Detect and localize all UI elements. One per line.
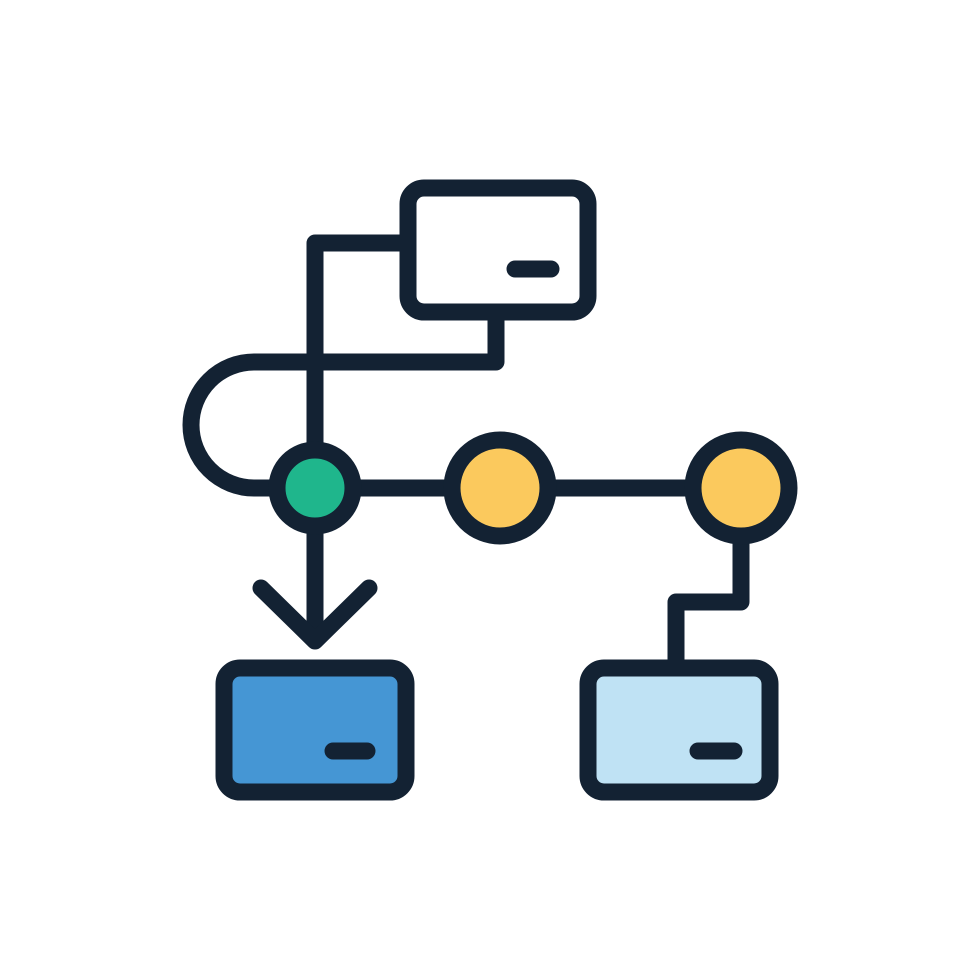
bottom-left-box-shape	[215, 659, 415, 801]
connector-top-to-trunk	[306, 234, 417, 501]
connector-loop	[182, 303, 505, 497]
top-process-box	[399, 179, 597, 321]
bottom-right-box-shape	[579, 659, 779, 801]
connector-lines	[182, 234, 750, 677]
middle-node	[443, 431, 557, 545]
bottom-left-process-box	[215, 659, 415, 801]
top-box-shape	[399, 179, 597, 321]
start-node	[268, 441, 362, 535]
connector-end-to-box	[667, 521, 750, 677]
end-node	[684, 431, 798, 545]
down-arrow-icon	[252, 579, 378, 650]
bottom-right-process-box	[579, 659, 779, 801]
